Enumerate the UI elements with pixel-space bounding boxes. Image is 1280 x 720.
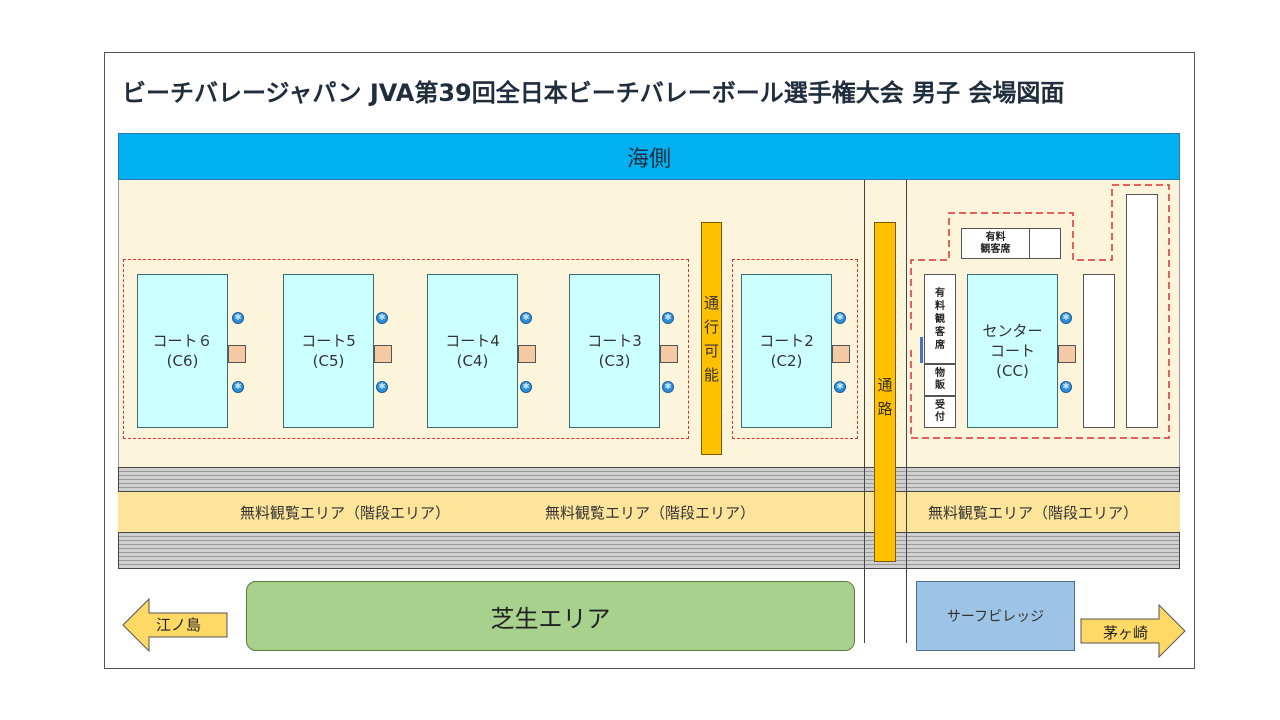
court-name: コート5: [301, 332, 356, 350]
umbrella-icon: ✱: [232, 381, 244, 393]
court-code: (C3): [598, 352, 631, 370]
surf-village-label: サーフビレッジ: [946, 609, 1045, 625]
bleacher-stripes-lower: [118, 532, 1180, 569]
paid-seats-char: 客: [935, 326, 945, 338]
reception-char: 付: [935, 412, 945, 423]
paid-seats-top-extension: [1029, 228, 1061, 259]
paid-seats-char: 料: [935, 300, 945, 312]
bench-icon: [1058, 345, 1076, 363]
umbrella-icon: ✱: [1060, 381, 1072, 393]
diagram-frame: [104, 52, 1195, 669]
passage-char: 能: [703, 365, 719, 384]
passage-allowed-strip: 通 行 可 能: [701, 222, 722, 455]
right-arrow-label: 茅ヶ崎: [1103, 624, 1149, 642]
court-c5: コート5 (C5): [283, 274, 374, 428]
center-court-zone: [910, 184, 1170, 439]
umbrella-icon: ✱: [232, 312, 244, 324]
bench-icon: [832, 345, 850, 363]
paid-seats-side: 有 料 観 客 席: [924, 274, 956, 364]
side-marker: [920, 337, 923, 363]
divider-line-left: [864, 180, 865, 643]
center-court-line2: コート: [989, 342, 1035, 360]
bench-icon: [228, 345, 246, 363]
passage-char: 行: [703, 317, 719, 336]
paid-seats-char: 有: [935, 287, 945, 299]
surf-village: サーフビレッジ: [916, 581, 1075, 651]
road-strip: 通 路: [874, 222, 896, 562]
court-code: (C2): [770, 352, 803, 370]
court-code: (C4): [456, 352, 489, 370]
paid-seats-top: 有料 観客席: [961, 228, 1030, 259]
court-name: コート3: [587, 332, 642, 350]
lawn-label: 芝生エリア: [490, 604, 611, 633]
court-c2: コート2 (C2): [741, 274, 832, 428]
bench-icon: [660, 345, 678, 363]
umbrella-icon: ✱: [662, 381, 674, 393]
left-arrow-label: 江ノ島: [156, 616, 202, 634]
stand-box-inner: [1083, 274, 1115, 428]
free-area-label: 無料観覧エリア（階段エリア）: [240, 503, 451, 522]
bench-icon: [374, 345, 392, 363]
umbrella-icon: ✱: [834, 381, 846, 393]
lawn-area: 芝生エリア: [246, 581, 855, 651]
center-court: センター コート (CC): [967, 274, 1058, 428]
umbrella-icon: ✱: [376, 312, 388, 324]
page-title: ビーチバレージャパン JVA第39回全日本ビーチバレーボール選手権大会 男子 会…: [122, 79, 1065, 107]
court-c3: コート3 (C3): [569, 274, 660, 428]
umbrella-icon: ✱: [520, 381, 532, 393]
arrow-right-icon: [1080, 604, 1186, 658]
reception-char: 受: [935, 400, 945, 411]
merch-char: 物: [935, 368, 945, 379]
court-code: (C6): [166, 352, 199, 370]
umbrella-icon: ✱: [662, 312, 674, 324]
umbrella-icon: ✱: [376, 381, 388, 393]
center-court-line1: センター: [982, 322, 1043, 340]
free-area-label: 無料観覧エリア（階段エリア）: [545, 503, 756, 522]
merch-char: 販: [935, 380, 945, 391]
paid-seats-char: 席: [935, 339, 945, 351]
passage-char: 通: [703, 293, 719, 312]
sea-side-label: 海側: [626, 146, 671, 172]
reception-booth: 受 付: [924, 396, 956, 428]
court-zone-c6-c3: [123, 259, 689, 439]
free-area-label: 無料観覧エリア（階段エリア）: [928, 503, 1139, 522]
court-c6: コート６ (C6): [137, 274, 228, 428]
umbrella-icon: ✱: [520, 312, 532, 324]
court-name: コート2: [759, 332, 814, 350]
free-viewing-area: [118, 492, 1180, 532]
arrow-left-icon: [122, 598, 228, 652]
bleacher-stripes-upper: [118, 467, 1180, 492]
court-name: コート６: [152, 332, 213, 350]
paid-seats-label: 観客席: [980, 243, 1011, 255]
divider-line-right: [906, 180, 907, 643]
center-court-code: (CC): [996, 362, 1029, 380]
merchandise-booth: 物 販: [924, 364, 956, 396]
umbrella-icon: ✱: [834, 312, 846, 324]
court-name: コート4: [445, 332, 500, 350]
court-c4: コート4 (C4): [427, 274, 518, 428]
sea-side-band: 海側: [118, 133, 1180, 180]
divider-line-bleacher-right: [906, 467, 907, 569]
road-char: 通: [877, 376, 893, 394]
paid-seats-char: 観: [935, 313, 945, 325]
road-char: 路: [877, 400, 893, 418]
passage-char: 可: [703, 341, 719, 360]
divider-line-bleacher-left: [864, 467, 865, 569]
court-zone-c2: [732, 259, 858, 439]
umbrella-icon: ✱: [1060, 312, 1072, 324]
stand-box-outer: [1126, 194, 1158, 428]
paid-seats-label: 有料: [985, 231, 1006, 243]
court-code: (C5): [312, 352, 345, 370]
bench-icon: [518, 345, 536, 363]
